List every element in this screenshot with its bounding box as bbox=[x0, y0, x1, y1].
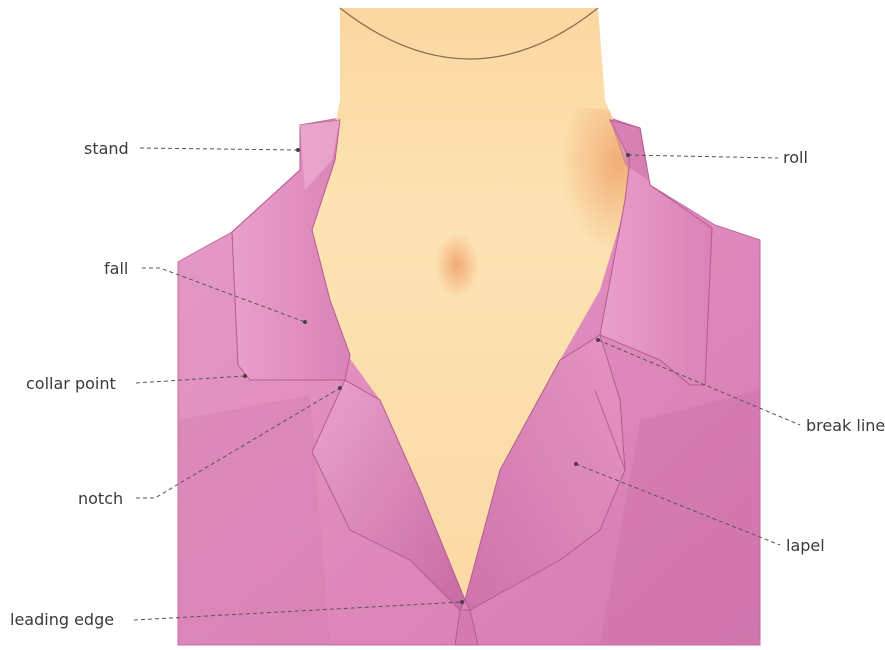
label-break-line: break line bbox=[806, 416, 885, 436]
label-stand: stand bbox=[84, 139, 129, 159]
label-roll: roll bbox=[783, 148, 808, 168]
label-collar-point: collar point bbox=[26, 374, 116, 394]
label-fall: fall bbox=[104, 259, 128, 279]
label-leading-edge: leading edge bbox=[10, 610, 114, 630]
clavicle-shade bbox=[435, 233, 479, 297]
label-lapel: lapel bbox=[786, 536, 825, 556]
label-notch: notch bbox=[78, 489, 123, 509]
shirt-shadow-left bbox=[178, 395, 330, 645]
